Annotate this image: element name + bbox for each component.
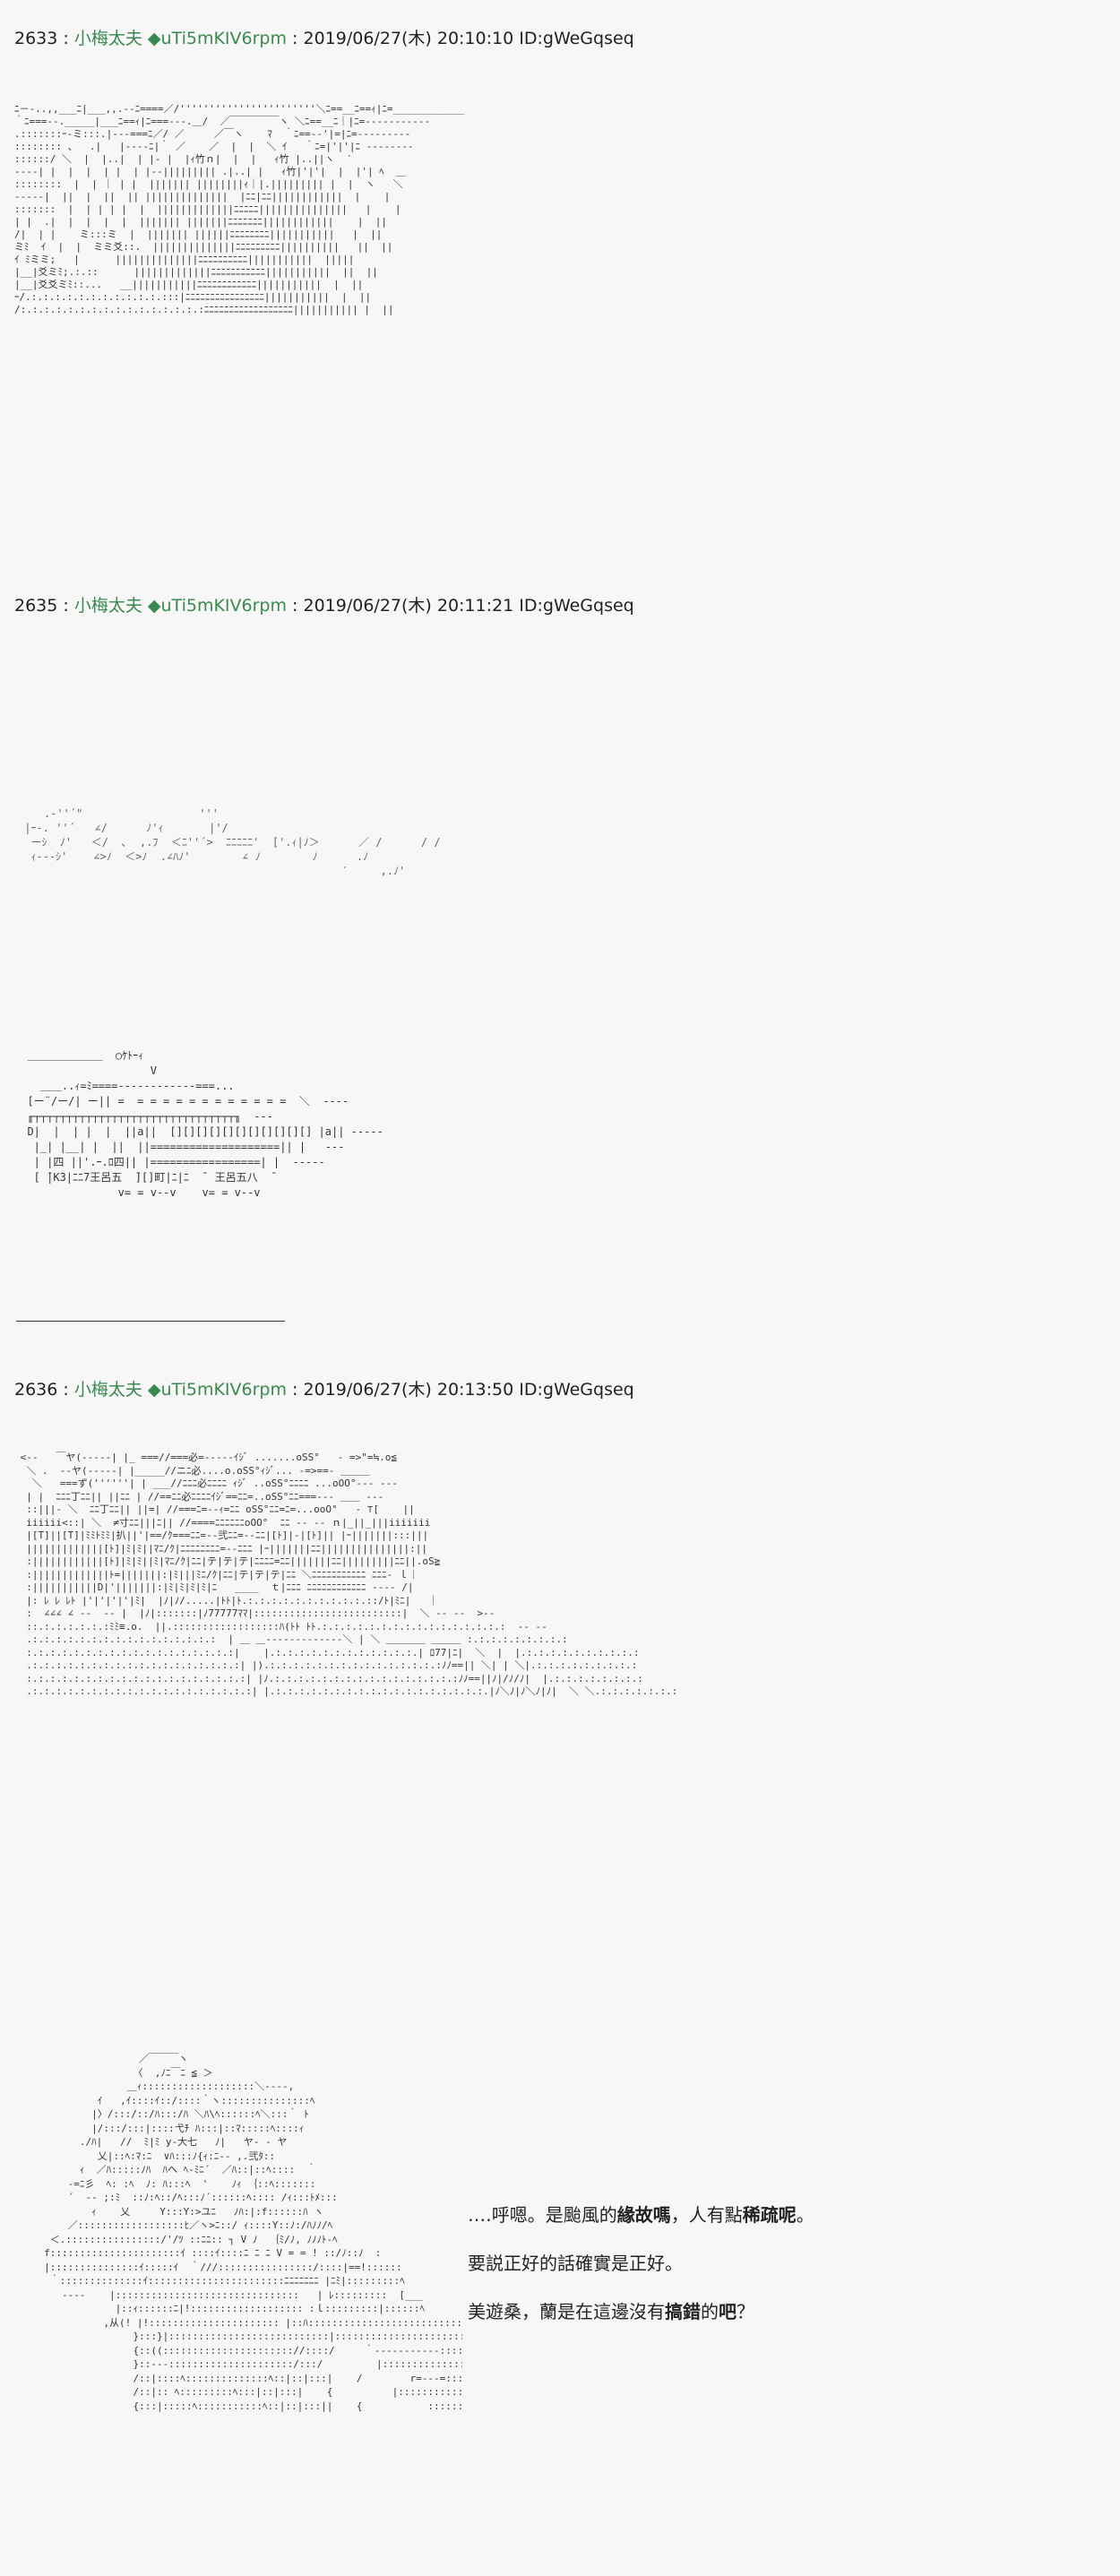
dialogue-line-2: 要説正好的話確實是正好。 <box>468 2253 683 2274</box>
post-header-2635: 2635 : 小梅太夫 ◆uTi5mKIV6rpm : 2019/06/27(木… <box>14 594 634 617</box>
poster-trip: ◆uTi5mKIV6rpm <box>147 1380 287 1400</box>
street-scene-art: ﾆ－‐..,,___ﾆ|___,,.--ﾆ====／/'''''''''''''… <box>14 103 464 315</box>
sound-effects-art: .-''´" ''' |ｰ-. ''´ ∠/ ﾉ'ｨ |'/ ーｼ ﾉ' ＜/ … <box>24 807 441 877</box>
poster-trip: ◆uTi5mKIV6rpm <box>147 29 287 48</box>
post-header-2633: 2633 : 小梅太夫 ◆uTi5mKIV6rpm : 2019/06/27(木… <box>14 27 634 50</box>
post-date: 2019/06/27(木) 20:13:50 <box>303 1380 514 1400</box>
poster-trip: ◆uTi5mKIV6rpm <box>147 596 287 616</box>
separator: : <box>287 596 304 616</box>
dialogue-line-3: 美遊桑，蘭是在這邊沒有搞錯的吧？ <box>468 2301 754 2322</box>
separator: : <box>57 1380 74 1400</box>
separator: : <box>287 29 304 48</box>
character-art: ／￣￣￣ヽ 〈 ,ﾉﾆ￣ﾆ ≦ ＞ ＿ｨ:::::::::::::::::::＼… <box>44 2053 462 2412</box>
post-date: 2019/06/27(木) 20:11:21 <box>303 596 514 616</box>
train-art: ＿＿＿＿＿＿＿ ○ｹﾄｰｨ V ＿＿..ｨ=ﾐ====‐‐‐‐‐‐‐‐‐‐‐‐=… <box>27 1049 383 1199</box>
poster-name[interactable]: 小梅太夫 <box>73 596 142 616</box>
poster-id[interactable]: ID:gWeGqseq <box>519 596 634 616</box>
separator: : <box>57 29 74 48</box>
post-number: 2635 <box>14 596 58 616</box>
post-date: 2019/06/27(木) 20:10:10 <box>303 29 514 48</box>
poster-id[interactable]: ID:gWeGqseq <box>519 29 634 48</box>
poster-name[interactable]: 小梅太夫 <box>73 1380 142 1400</box>
poster-name[interactable]: 小梅太夫 <box>73 29 142 48</box>
dialogue-line-1: ‥‥呼嗯。是颱風的緣故嗎，人有點稀疏呢。 <box>468 2204 814 2226</box>
poster-id[interactable]: ID:gWeGqseq <box>519 1380 634 1400</box>
separator: : <box>287 1380 304 1400</box>
post-number: 2633 <box>14 29 58 48</box>
dialogue-block: ‥‥呼嗯。是颱風的緣故嗎，人有點稀疏呢。 要説正好的話確實是正好。 美遊桑，蘭是… <box>468 2203 814 2348</box>
post-number: 2636 <box>14 1380 58 1400</box>
post-header-2636: 2636 : 小梅太夫 ◆uTi5mKIV6rpm : 2019/06/27(木… <box>14 1378 634 1401</box>
separator: : <box>57 596 74 616</box>
arcade-street-art: <‐‐ ￣ヤ(‐‐‐‐‐| |_ ===//===必=‐‐‐‐‐ｲｼﾞ ....… <box>20 1452 678 1697</box>
post-divider <box>16 1321 285 1322</box>
